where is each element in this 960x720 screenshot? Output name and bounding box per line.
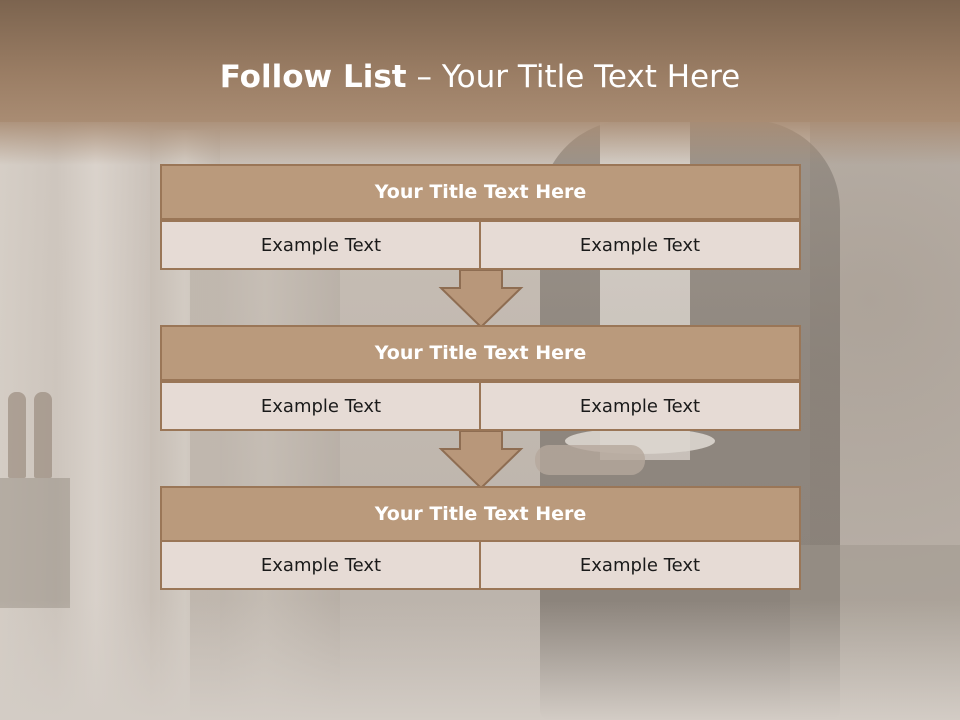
step-title-box: Your Title Text Here	[160, 325, 801, 381]
bottle	[8, 392, 26, 478]
step-left-cell: Example Text	[160, 381, 482, 431]
floor	[0, 600, 960, 720]
waiter-hand	[535, 445, 645, 475]
shelf	[0, 478, 70, 608]
down-arrow-icon	[438, 431, 524, 490]
step-3: Your Title Text Here Example Text Exampl…	[160, 486, 801, 592]
header-solid	[0, 0, 960, 122]
step-right-cell: Example Text	[479, 381, 801, 431]
step-right-cell: Example Text	[479, 220, 801, 270]
step-2: Your Title Text Here Example Text Exampl…	[160, 325, 801, 433]
step-title-box: Your Title Text Here	[160, 486, 801, 542]
bottle	[34, 392, 52, 478]
step-left-cell: Example Text	[160, 220, 482, 270]
slide-title-rest: – Your Title Text Here	[406, 59, 741, 95]
step-title-box: Your Title Text Here	[160, 164, 801, 220]
step-right-cell: Example Text	[479, 540, 801, 590]
down-arrow-icon	[438, 270, 524, 329]
step-1: Your Title Text Here Example Text Exampl…	[160, 164, 801, 272]
slide-title: Follow List – Your Title Text Here	[0, 54, 960, 100]
step-left-cell: Example Text	[160, 540, 482, 590]
slide-title-bold: Follow List	[219, 59, 407, 95]
